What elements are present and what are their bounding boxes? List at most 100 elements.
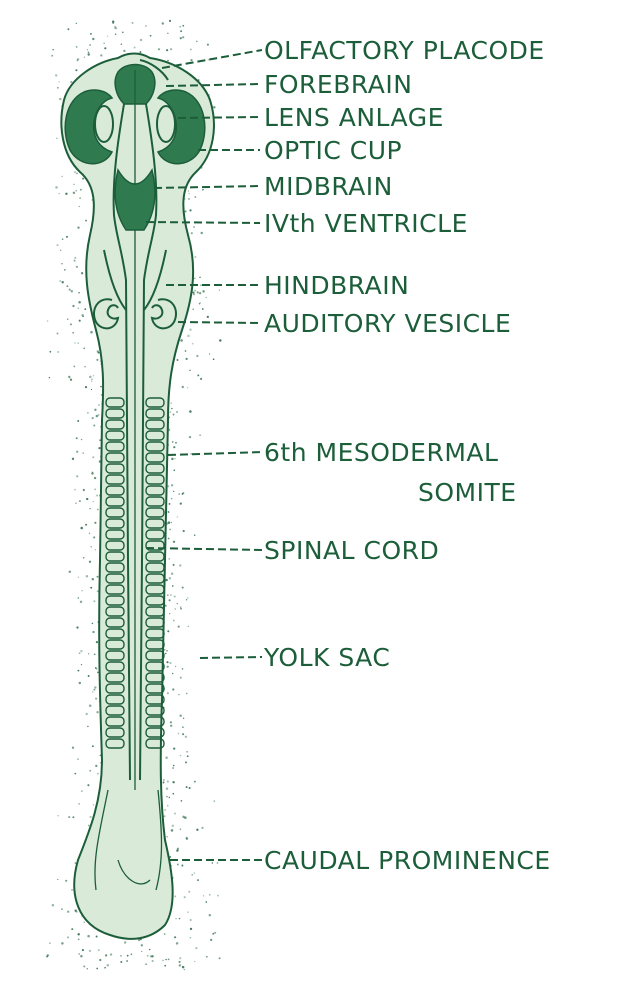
- stipple-dot: [162, 959, 164, 962]
- stipple-dot: [185, 837, 189, 840]
- stipple-dot: [168, 796, 171, 799]
- stipple-dot: [100, 385, 102, 388]
- stipple-dot: [188, 192, 190, 195]
- label-hindbrain: HINDBRAIN: [264, 271, 409, 300]
- stipple-dot: [170, 497, 173, 500]
- stipple-dot: [107, 35, 109, 37]
- stipple-dot: [196, 291, 199, 294]
- stipple-dot: [163, 933, 166, 935]
- stipple-dot: [89, 815, 92, 819]
- stipple-dot: [183, 968, 186, 971]
- stipple-dot: [97, 671, 99, 674]
- somite: [145, 430, 165, 441]
- stipple-dot: [149, 34, 152, 37]
- stipple-dot: [120, 43, 123, 45]
- stipple-dot: [51, 903, 55, 907]
- leader-spinal-cord: [145, 547, 263, 551]
- stipple-dot: [77, 933, 80, 936]
- stipple-dot: [190, 48, 192, 51]
- stipple-dot: [168, 19, 172, 23]
- stipple-dot: [151, 955, 154, 958]
- stipple-dot: [168, 599, 171, 602]
- stipple-dot: [185, 786, 188, 789]
- stipple-dot: [104, 47, 107, 50]
- stipple-dot: [89, 507, 91, 510]
- stipple-dot: [57, 86, 59, 89]
- stipple-dot: [209, 894, 211, 896]
- stipple-dot: [91, 622, 94, 625]
- stipple-dot: [166, 780, 169, 783]
- stipple-dot: [165, 756, 168, 759]
- stipple-dot: [179, 828, 182, 831]
- stipple-dot: [77, 420, 80, 422]
- stipple-dot: [87, 51, 90, 54]
- stipple-dot: [82, 452, 85, 454]
- stipple-dot: [96, 590, 99, 593]
- stipple-dot: [96, 967, 99, 970]
- stipple-dot: [74, 862, 77, 864]
- stipple-dot: [189, 369, 191, 372]
- stipple-dot: [71, 928, 74, 931]
- stipple-dot: [213, 800, 215, 802]
- stipple-dot: [61, 262, 63, 265]
- stipple-dot: [188, 435, 192, 439]
- stipple-dot: [80, 663, 83, 666]
- stipple-dot: [82, 177, 85, 180]
- embryo-body-outline: [60, 52, 215, 940]
- stipple-dot: [190, 232, 193, 235]
- somite: [145, 397, 165, 408]
- caudal-prominence-shape: [94, 789, 163, 891]
- optic-cup-right: [156, 89, 206, 165]
- stipple-dot: [178, 493, 181, 495]
- label-caudal-prominence: CAUDAL PROMINENCE: [264, 846, 551, 875]
- stipple-dot: [85, 523, 88, 526]
- stipple-dot: [75, 46, 78, 48]
- stipple-dot: [78, 205, 80, 208]
- stipple-dot: [181, 864, 184, 867]
- stipple-dot: [122, 31, 124, 34]
- stipple-dot: [148, 948, 151, 951]
- stipple-dot: [49, 942, 51, 944]
- stipple-dot: [83, 347, 86, 350]
- stipple-dot: [177, 732, 180, 735]
- stipple-dot: [70, 290, 74, 293]
- stipple-dot: [214, 931, 217, 934]
- stipple-dot: [75, 437, 78, 440]
- stipple-dot: [139, 50, 142, 54]
- stipple-dot: [78, 803, 80, 805]
- stipple-dot: [95, 764, 98, 768]
- stipple-dot: [184, 210, 187, 213]
- stipple-dot: [140, 944, 143, 947]
- leader-lens-anlage: [177, 116, 261, 119]
- stipple-dot: [74, 256, 77, 259]
- stipple-dot: [177, 625, 180, 628]
- stipple-dot: [61, 942, 64, 945]
- somite-column-right: [145, 397, 165, 749]
- stipple-dot: [83, 56, 86, 58]
- stipple-dot: [96, 668, 98, 670]
- leader-mesodermal-somite: [167, 451, 263, 456]
- stipple-dot: [85, 219, 87, 222]
- somite: [105, 408, 125, 419]
- stipple-dot: [72, 304, 75, 308]
- stipple-dot: [172, 540, 176, 544]
- stipple-dot: [87, 653, 90, 655]
- stipple-dot: [81, 949, 84, 952]
- stipple-dot: [88, 704, 92, 707]
- stipple-dot: [166, 650, 168, 652]
- stipple-dot: [182, 717, 185, 719]
- stipple-dot: [84, 385, 88, 389]
- somite: [145, 727, 165, 738]
- stipple-dot: [217, 894, 219, 897]
- labels: OLFACTORY PLACODE FOREBRAIN LENS ANLAGE …: [263, 36, 551, 875]
- somite: [145, 584, 165, 595]
- stipple-dot: [174, 665, 177, 668]
- stipple-dot: [173, 595, 176, 598]
- stipple-dot: [189, 209, 192, 212]
- stipple-dot: [104, 966, 106, 969]
- stipple-dot: [77, 669, 80, 672]
- stipple-dot: [77, 597, 80, 599]
- somite: [105, 705, 125, 716]
- neural-tube: [112, 103, 158, 781]
